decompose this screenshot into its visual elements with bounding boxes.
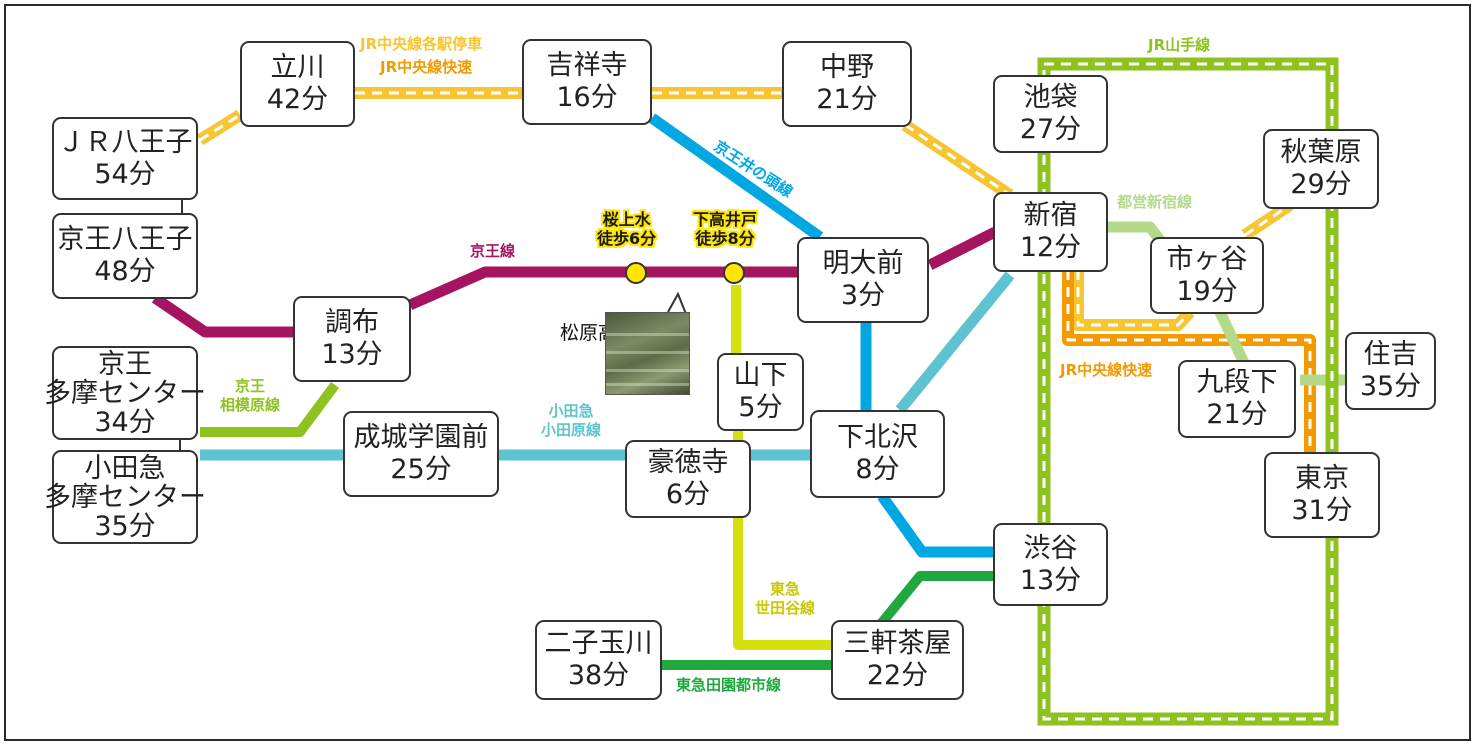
shimotakaido-label: 下高井戸徒歩8分	[693, 210, 758, 248]
sagamihara-label: 京王相模原線	[219, 377, 280, 414]
chuo-line	[196, 87, 1294, 331]
keio-label: 京王線	[470, 242, 516, 260]
denentoshi-line	[660, 571, 995, 670]
chuo-rapid-label-2: JR中央線快速	[1060, 361, 1153, 379]
denentoshi-label: 東急田園都市線	[676, 676, 782, 694]
sagamihara-line	[200, 382, 340, 437]
school-photo	[605, 312, 690, 395]
map-frame	[4, 4, 1471, 741]
setagaya-label: 東急世田谷線	[754, 580, 815, 617]
sakurajosui-dot	[625, 262, 647, 284]
chuo-local-label: JR中央線各駅停車	[360, 35, 483, 53]
odakyu-line	[200, 271, 1015, 461]
yamanote-label: JR山手線	[1148, 36, 1211, 54]
inokashira-line	[648, 113, 995, 558]
shimotakaido-dot	[723, 262, 745, 284]
keio-line	[151, 227, 998, 338]
shinjuku-line-label: 都営新宿線	[1117, 193, 1193, 211]
yamanote-line	[1037, 57, 1339, 726]
chuo-rapid-label: JR中央線快速	[380, 58, 473, 76]
chuo-rapid-line	[1062, 270, 1316, 452]
sakurajosui-label: 桜上水徒歩6分	[597, 210, 657, 248]
school-pointer	[667, 291, 687, 315]
odakyu-label: 小田急小田原線	[540, 402, 601, 439]
